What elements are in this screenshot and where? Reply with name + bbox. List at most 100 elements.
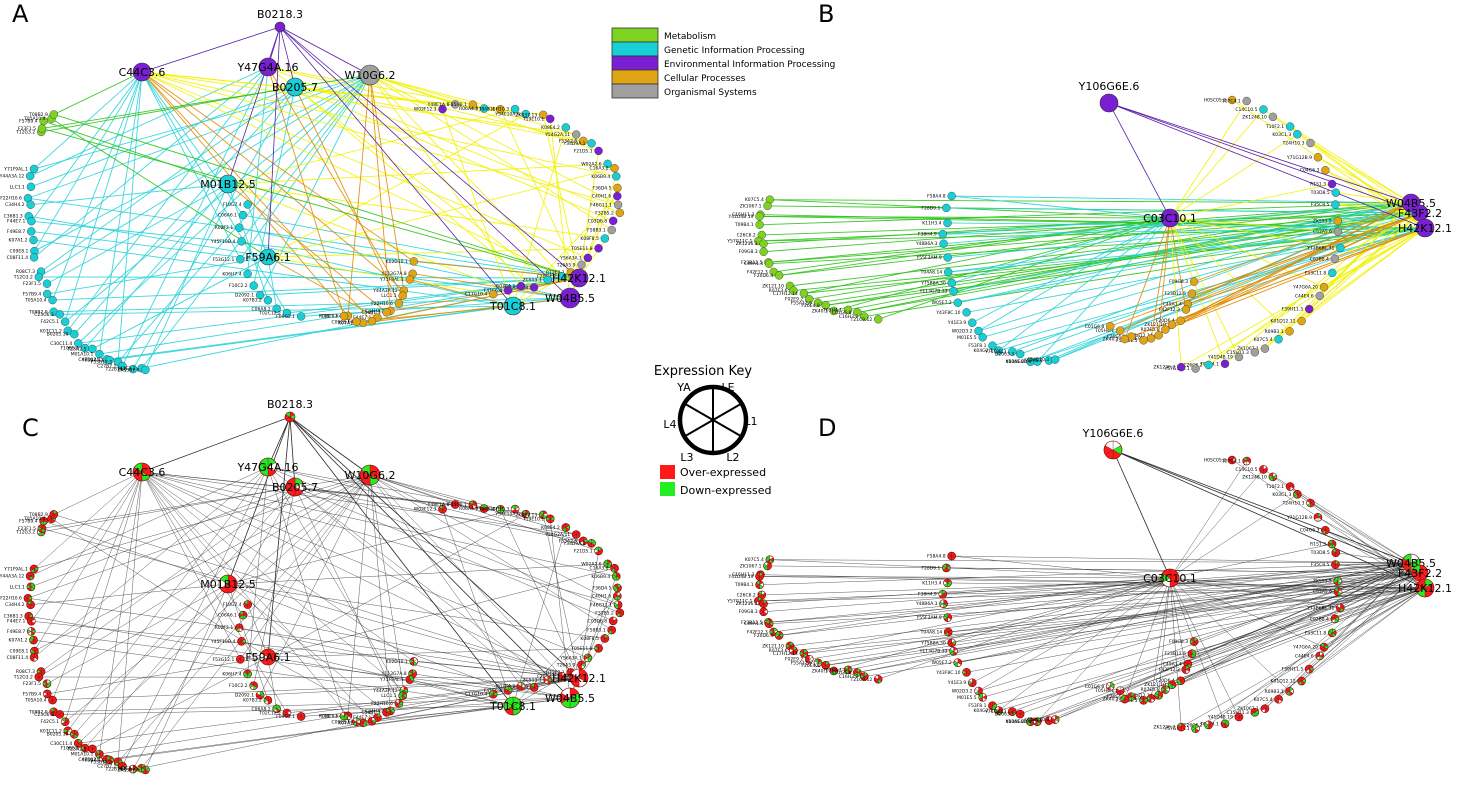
panel-b-letter: B: [818, 0, 834, 28]
hub-node-c44c3-6: [132, 462, 152, 482]
node-label: F26E4.9: [1107, 334, 1125, 340]
node-f38a5-4: [496, 105, 505, 114]
expression-key-title: Expression Key: [654, 364, 753, 379]
node-f53c11-8-outline: [1327, 628, 1337, 638]
node-label: Y41D4B.19: [728, 574, 754, 580]
node-f42c5-1-outline: [60, 717, 70, 727]
network-edge: [998, 217, 1171, 351]
network-edge: [1151, 562, 1412, 699]
node-zk593-5: [1333, 216, 1342, 226]
node-y43f8c-10: [962, 308, 971, 317]
network-edge: [1169, 133, 1298, 219]
node-c26c6-2: [1204, 720, 1213, 730]
network-edge: [1030, 212, 1421, 363]
node-label: C36B1.3: [4, 614, 23, 620]
legend-label-organismal: Organismal Systems: [664, 88, 757, 98]
node-label: ZK121.10: [1144, 322, 1166, 328]
node-f55a12-5-outline: [813, 658, 823, 668]
network-edge: [30, 183, 229, 206]
node-y61a9la-8: [529, 283, 539, 292]
node-label: Y41E3.9: [947, 320, 967, 326]
node-h05c05-2: [1227, 455, 1237, 465]
node-c09e8-1: [352, 317, 361, 326]
top-hub-node: [1103, 440, 1123, 460]
hub-label: H42K12.1: [552, 672, 606, 685]
node-y75b8a-30-outline: [947, 638, 957, 648]
node-y54e10a-9-outline: [521, 509, 531, 519]
node-t09b4-1: [755, 220, 764, 229]
top-hub-node: [284, 411, 296, 423]
network-edge: [779, 577, 1171, 636]
node-label: F42F12.3: [1159, 667, 1180, 673]
node-y71g12b-9-outline: [1313, 512, 1323, 522]
node-h05c05-2-outline: [1227, 455, 1237, 465]
node-y41e3-9: [967, 678, 977, 688]
hub-label: H42K12.1: [552, 272, 606, 285]
node-label: F15H10.3: [487, 507, 509, 513]
node-label: ZK1236.3: [736, 241, 758, 247]
network-edge: [67, 466, 269, 731]
network-edge: [239, 227, 571, 299]
node-y47g6a-20: [1319, 282, 1329, 292]
node-label: K08E4.2: [541, 525, 560, 531]
panel-c-network: Y71F9AL.1Y44A3A.12LLC1.1F22H10.6C34H4.2C…: [0, 398, 625, 775]
node-zk637-13: [539, 110, 548, 120]
node-f26e4-9-outline: [821, 660, 831, 670]
network-edge: [1012, 202, 1412, 353]
node-c34h4-2: [26, 200, 35, 209]
network-edge: [369, 74, 599, 152]
hub-node-b0205-7-outline: [285, 477, 305, 497]
network-edge: [942, 577, 1171, 595]
node-c06a6-1: [238, 210, 248, 220]
network-edge: [267, 66, 473, 106]
node-label: F35C8.5: [1311, 562, 1330, 568]
network-edge: [242, 614, 580, 679]
node-label: F38A5.4: [476, 507, 495, 513]
node-c30c11-4-outline: [73, 738, 83, 748]
node-label: F49E8.7: [7, 629, 25, 635]
network-edge: [141, 471, 588, 659]
node-r151-3: [1327, 179, 1337, 189]
network-edge: [763, 577, 1171, 604]
network-edge: [117, 71, 143, 362]
network-edge: [412, 673, 571, 699]
node-label: F26E4.9: [1107, 694, 1125, 700]
node-y41d4b-19-outline: [755, 572, 764, 581]
hub-edge: [279, 26, 580, 279]
network-edge: [1169, 577, 1325, 648]
node-label: D2092.1: [235, 293, 254, 299]
network-edge: [41, 74, 371, 129]
top-hub-label: Y106G6E.6: [1082, 427, 1144, 440]
node-label: C09E8.1: [10, 249, 29, 255]
node-k06b9-4-outline: [611, 572, 621, 581]
network-edge: [294, 486, 614, 622]
node-label: R07E4.3: [496, 684, 515, 690]
hub-edge: [279, 26, 296, 88]
node-k03a1-2: [1026, 717, 1035, 727]
hub-label: W10G6.2: [345, 469, 396, 482]
network-edge: [758, 572, 1421, 602]
node-t09b4-1: [1220, 359, 1230, 368]
network-edge: [47, 656, 269, 695]
network-edge: [369, 74, 501, 110]
node-label: Y61A9LA.8: [503, 685, 528, 691]
node-f35h8-1: [468, 100, 478, 109]
network-edge: [141, 474, 371, 769]
network-edge: [1191, 572, 1421, 654]
node-label: T07C4.1: [1221, 459, 1241, 465]
node-r02f2-1: [234, 223, 244, 232]
node-f21d5-1: [594, 146, 603, 156]
node-label: C17H12.14: [773, 651, 798, 657]
node-label: F09G8.3: [739, 249, 758, 255]
network-edge: [369, 474, 405, 691]
node-label: F38H4.9: [918, 232, 937, 238]
network-edge: [67, 66, 269, 332]
network-edge: [52, 471, 143, 701]
network-edge: [369, 74, 522, 287]
hub-node-m01b12-5: [218, 574, 238, 594]
node-label: W05E7.2: [932, 660, 952, 666]
node-label: C08F11.4: [320, 713, 342, 719]
node-label: F02E9.2: [1127, 336, 1145, 342]
node-label: F28D9.1: [921, 205, 940, 211]
network-edge: [84, 583, 229, 749]
